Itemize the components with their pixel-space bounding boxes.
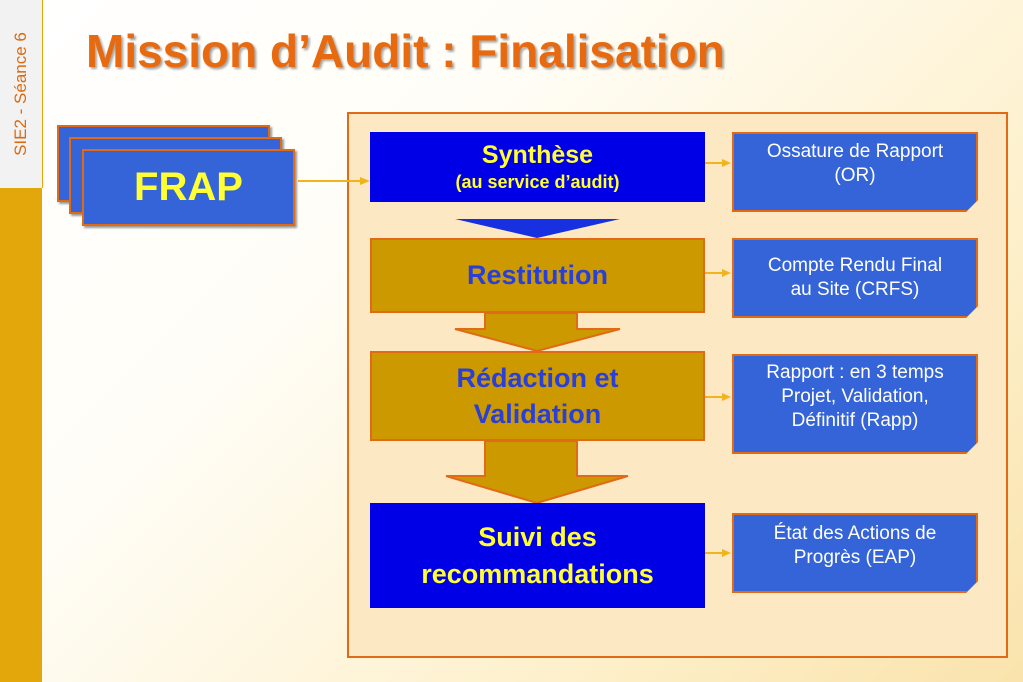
step-suivi-line2: recommandations [421, 558, 654, 589]
frap-card-front: FRAP [82, 149, 295, 226]
down-arrow-2 [454, 312, 621, 353]
output-etat-actions-progres: État des Actions de Progrès (EAP) [732, 513, 978, 593]
step-redaction-line1: Rédaction et [456, 363, 619, 393]
down-arrow-3 [445, 440, 629, 505]
output-2-line2: au Site (CRFS) [790, 279, 920, 300]
step-restitution-label: Restitution [467, 260, 608, 290]
step-restitution: Restitution [370, 238, 705, 313]
step-suivi-line1: Suivi des [478, 521, 597, 552]
step-suivi-recommandations: Suivi des recommandations [370, 503, 705, 608]
slide-title: Mission d’Audit : Finalisation [86, 25, 725, 77]
output-3-line2: Projet, Validation, [781, 386, 929, 407]
frap-connector-head [360, 177, 370, 185]
frap-label: FRAP [134, 165, 243, 209]
output-4-line2: Progrès (EAP) [793, 547, 917, 568]
step-redaction-validation: Rédaction et Validation [370, 351, 705, 441]
step-synthese-subtitle: (au service d’audit) [455, 172, 620, 192]
output-2-line1: Compte Rendu Final [767, 255, 943, 276]
output-1-line1: Ossature de Rapport [766, 141, 944, 162]
down-arrow-1 [455, 219, 620, 238]
output-3-line3: Définitif (Rapp) [791, 410, 919, 431]
side-bar-header [0, 0, 43, 188]
step-redaction-line2: Validation [473, 399, 602, 429]
step-synthese: Synthèse (au service d’audit) [370, 132, 705, 202]
output-rapport-3-temps: Rapport : en 3 temps Projet, Validation,… [732, 354, 978, 454]
output-3-line1: Rapport : en 3 temps [766, 362, 944, 383]
frap-card-stack: FRAP [57, 125, 302, 235]
output-4-line1: État des Actions de [773, 523, 937, 544]
output-1-line2: (OR) [834, 165, 876, 186]
step-synthese-title: Synthèse [481, 141, 594, 169]
output-compte-rendu-final: Compte Rendu Final au Site (CRFS) [732, 238, 978, 318]
output-ossature-rapport: Ossature de Rapport (OR) [732, 132, 978, 212]
